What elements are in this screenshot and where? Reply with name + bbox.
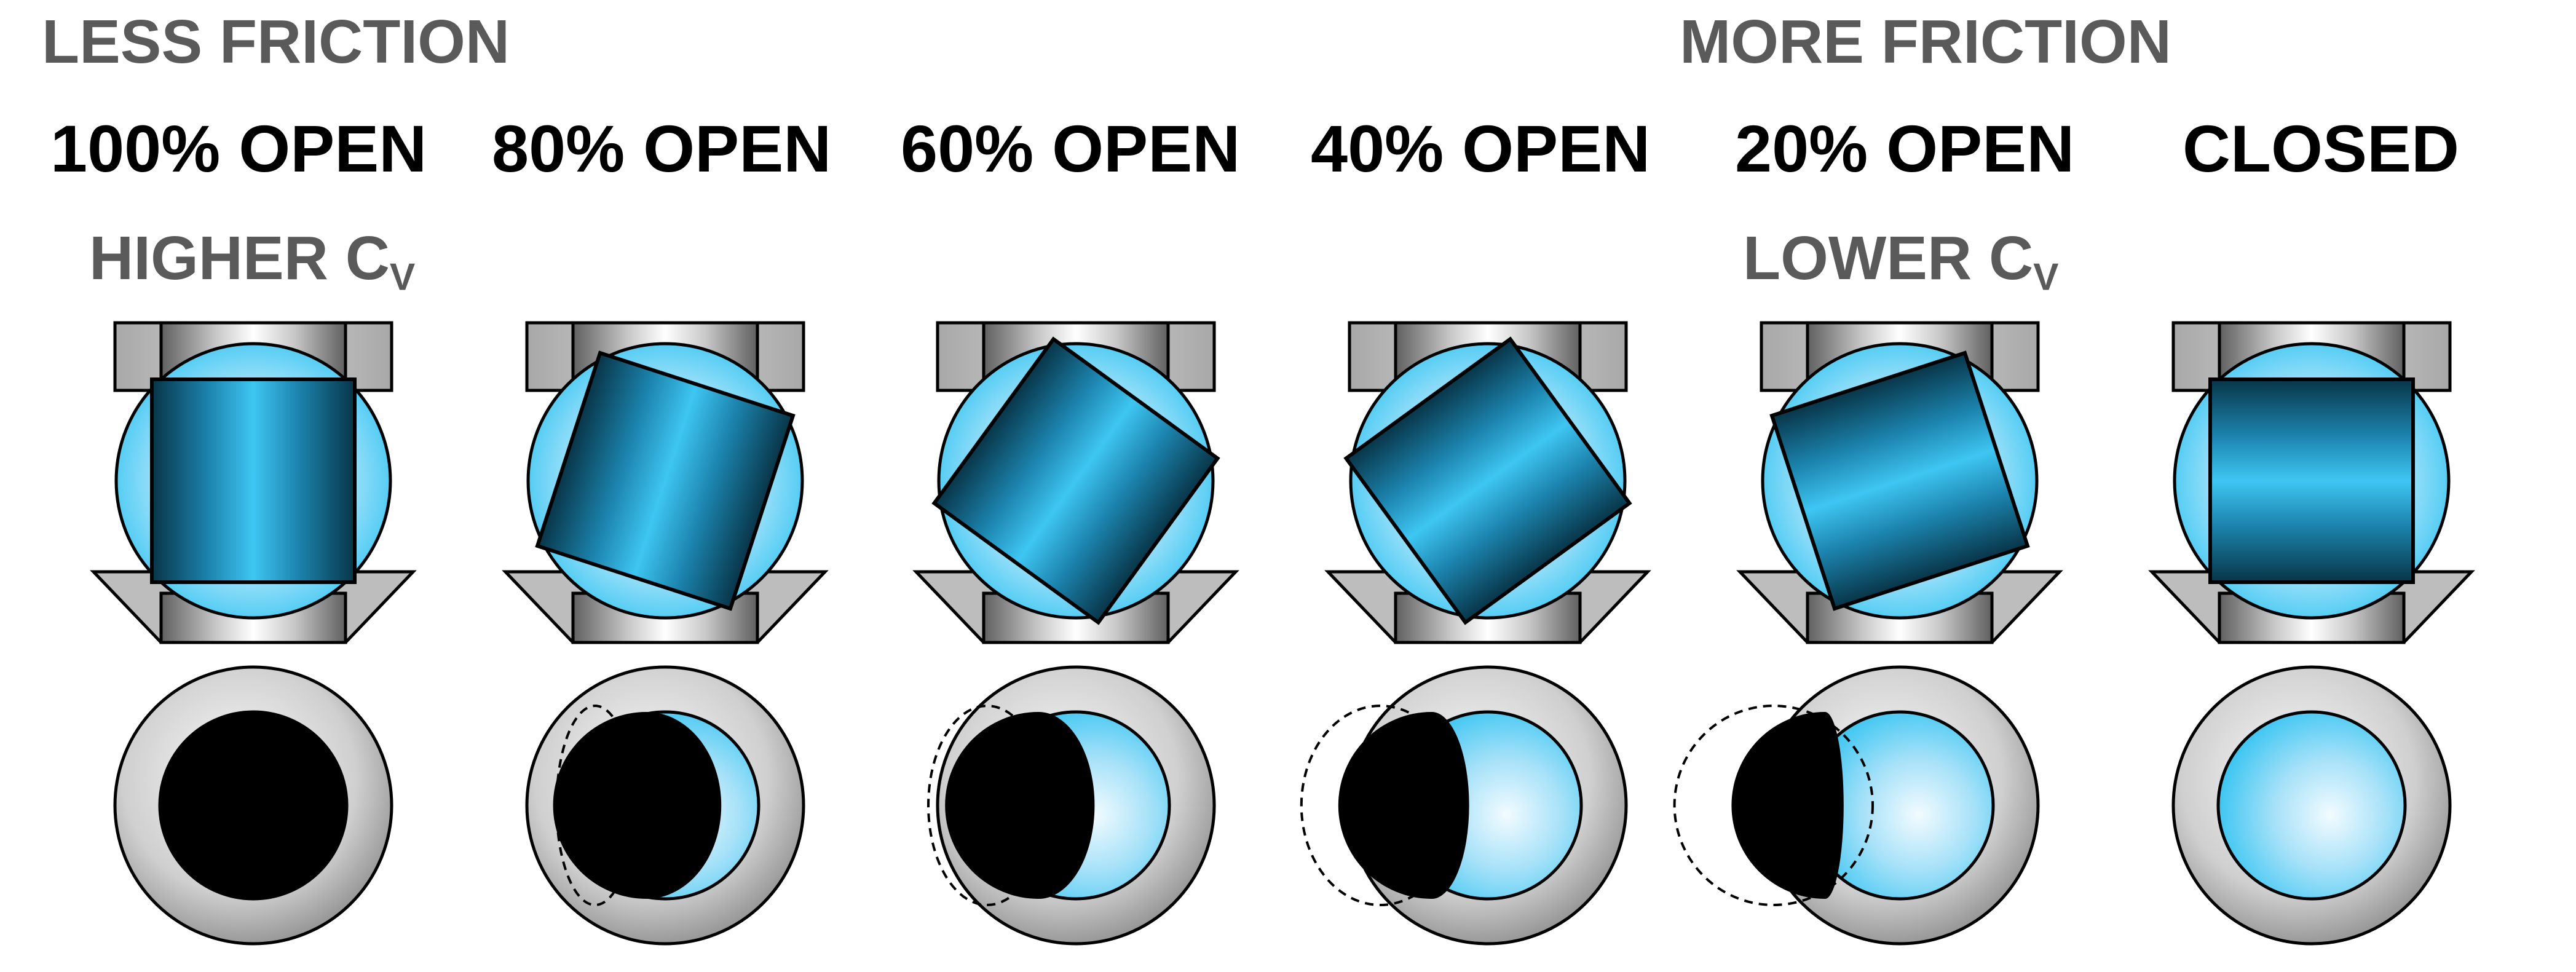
valve-end-view <box>113 665 393 946</box>
ball-outline-dashed <box>555 705 635 906</box>
lower-cv-label: LOWER CV <box>1743 227 2059 296</box>
stage-label-80: 80% OPEN <box>492 111 832 186</box>
valve-side-view <box>1324 321 1651 644</box>
stage-label-100: 100% OPEN <box>50 111 427 186</box>
ball-outline-dashed <box>1300 705 1461 906</box>
open-flow-area <box>1731 712 1844 899</box>
valve-stage-2 <box>502 321 829 946</box>
ball-bore <box>1769 350 2030 611</box>
ball-outline-dashed <box>926 705 1048 906</box>
open-flow-area <box>1338 712 1469 899</box>
stage-label-closed: CLOSED <box>2183 111 2460 186</box>
valve-side-view <box>2148 321 2475 644</box>
ball-bore <box>1343 336 1632 625</box>
ball-outline-dashed <box>1673 705 1874 906</box>
valve-side-view <box>1736 321 2063 644</box>
valve-side-view <box>502 321 829 644</box>
pipe-opening <box>2216 710 2407 901</box>
stage-label-40: 40% OPEN <box>1311 111 1651 186</box>
more-friction-label: MORE FRICTION <box>1680 7 2171 76</box>
open-flow-area <box>945 712 1095 899</box>
valve-stage-5 <box>1673 321 2063 946</box>
valve-end-view <box>926 665 1216 946</box>
valve-side-view <box>912 321 1239 644</box>
valve-end-view <box>1300 665 1628 946</box>
valve-end-view <box>2171 665 2452 946</box>
open-flow-area <box>553 712 722 899</box>
valve-stage-6 <box>2148 321 2475 946</box>
less-friction-label: LESS FRICTION <box>42 7 510 76</box>
lower-cv-text: LOWER C <box>1743 224 2034 293</box>
stage-label-20: 20% OPEN <box>1735 111 2075 186</box>
valve-side-view <box>90 321 417 644</box>
higher-cv-label: HIGHER CV <box>89 227 415 296</box>
valve-end-view <box>1673 665 2040 946</box>
valve-stage-1 <box>90 321 417 946</box>
ball-bore <box>535 350 796 611</box>
higher-cv-text: HIGHER C <box>89 224 390 293</box>
pipe-opening <box>158 710 349 901</box>
valve-stage-3 <box>912 321 1239 946</box>
valve-stage-4 <box>1300 321 1651 946</box>
ball-bore <box>2208 377 2415 584</box>
stage-label-60: 60% OPEN <box>901 111 1241 186</box>
lower-cv-subscript: V <box>2033 256 2059 299</box>
ball-bore <box>150 377 357 584</box>
valve-end-view <box>525 665 805 946</box>
higher-cv-subscript: V <box>389 256 416 299</box>
ball-bore <box>931 336 1220 625</box>
